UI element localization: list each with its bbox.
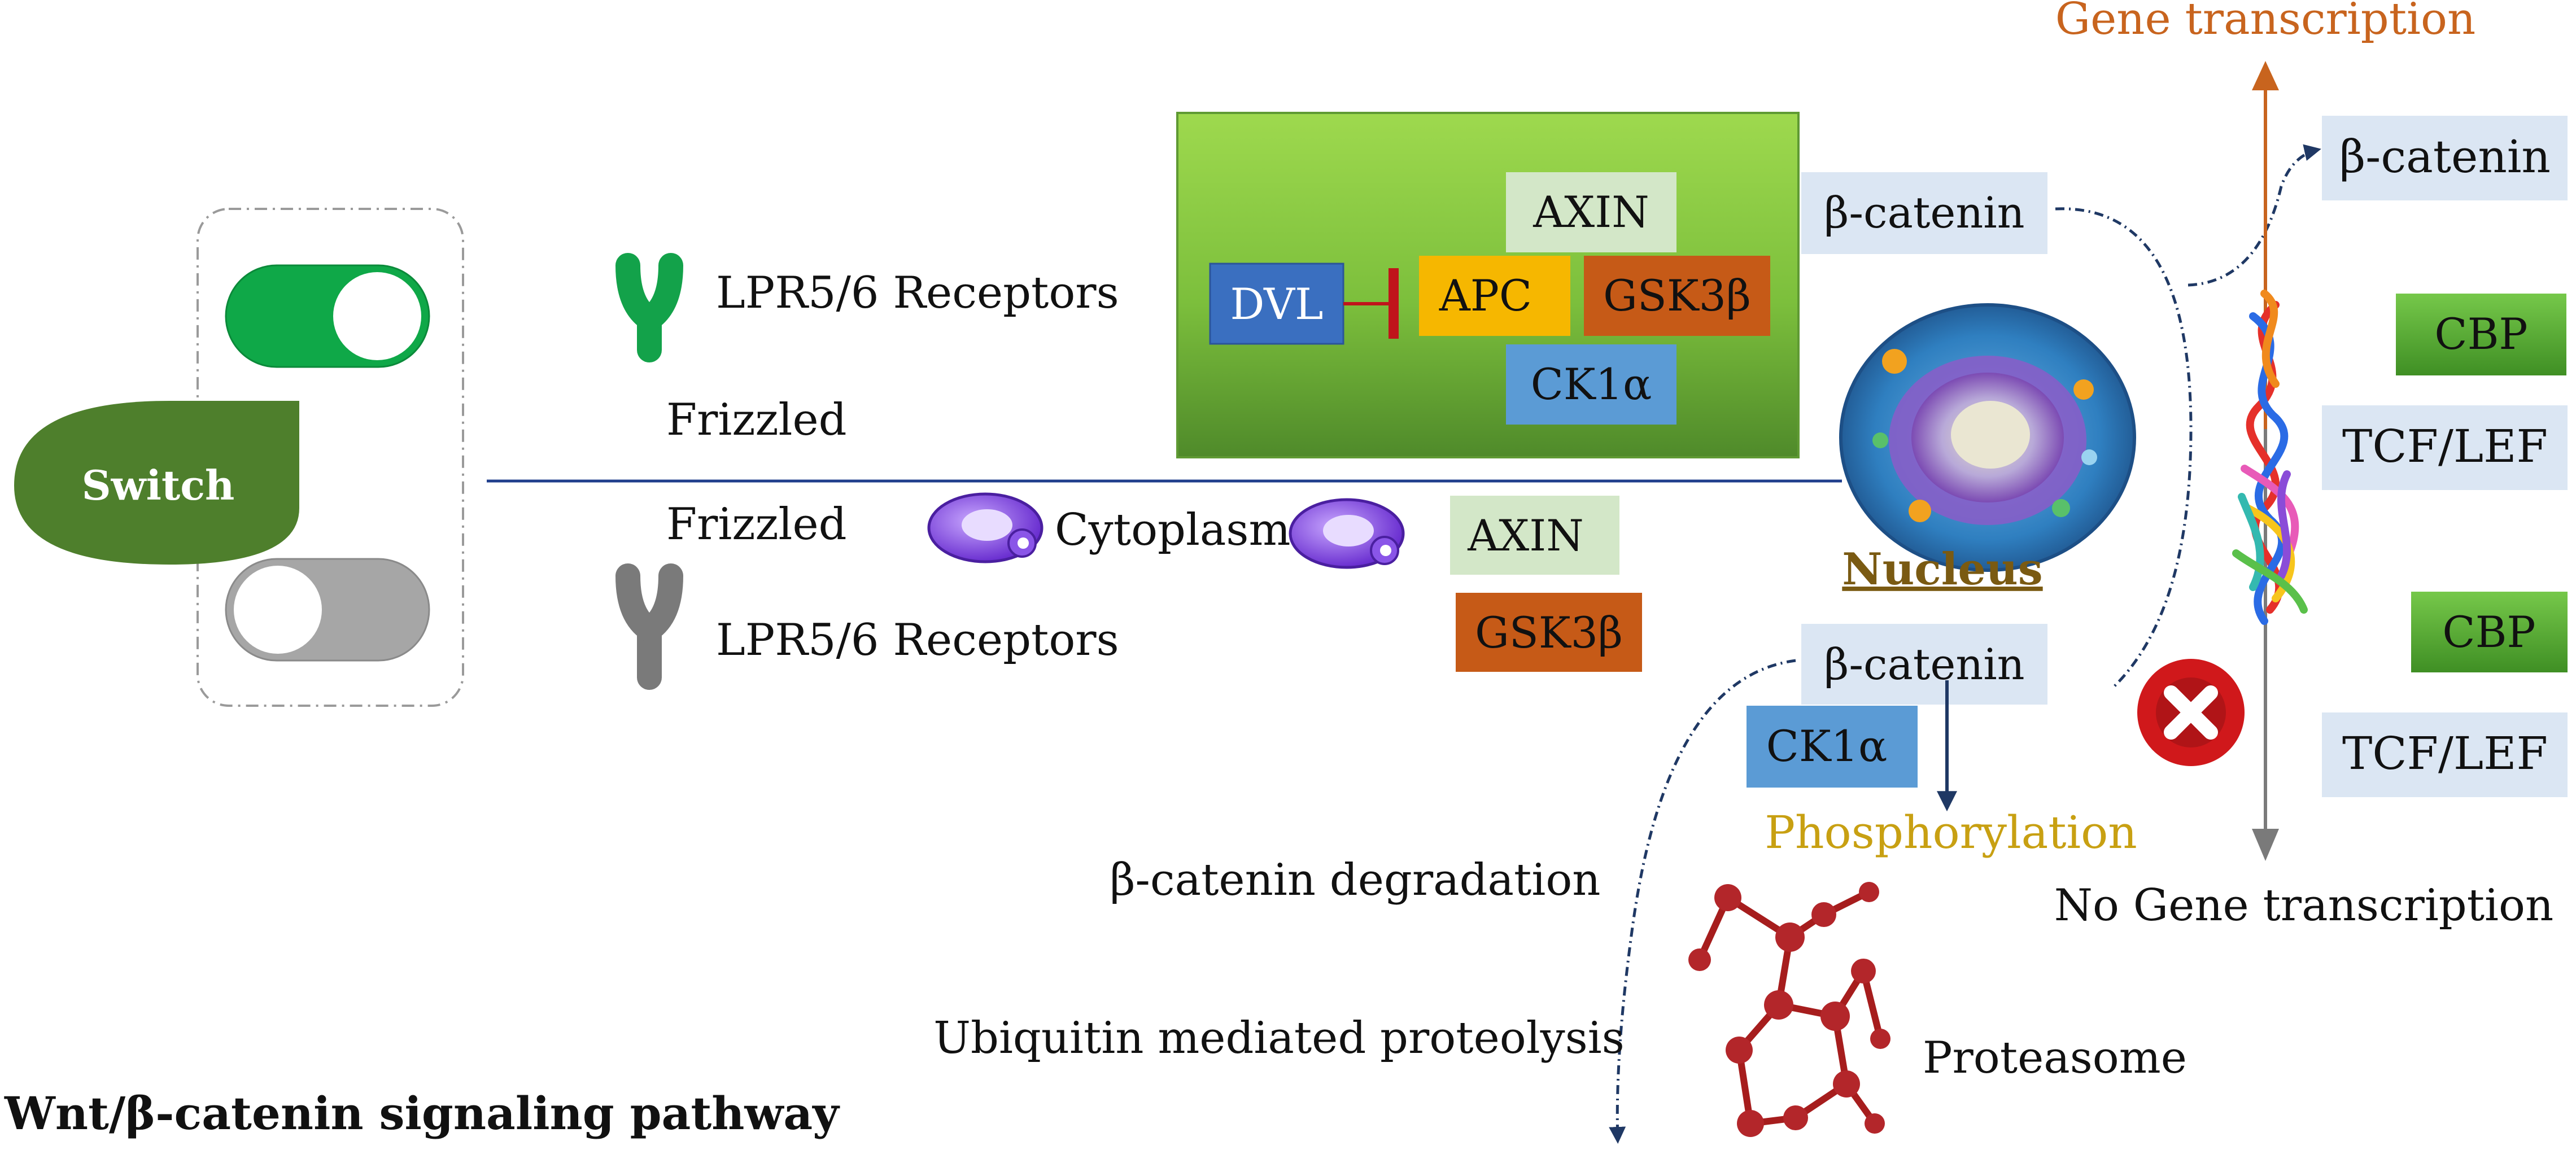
axin-box: [1506, 172, 1676, 252]
beta-catenin-nuclear-label: β-catenin: [2339, 130, 2551, 183]
no-transcription-arrowhead: [2252, 829, 2279, 861]
cytoplasm-label: Cytoplasm: [1055, 505, 1290, 556]
ck1a-lower-box: [1747, 706, 1918, 788]
receptor-inactive-label: LPR5/6 Receptors: [716, 615, 1119, 666]
switch-leaf-shape: [14, 401, 299, 565]
cytoplasm-axin-label: AXIN: [1467, 510, 1584, 561]
axin-label: AXIN: [1532, 187, 1649, 237]
proteasome-icon: [1688, 882, 1890, 1137]
vesicle-icon-left: [927, 492, 1044, 563]
switch-label: Switch: [82, 461, 235, 509]
receptor-inactive-icon: [615, 563, 683, 690]
cytoplasm-axin-box: [1450, 496, 1619, 575]
beta-catenin-upper-box: [1801, 172, 2047, 254]
receptor-active-label: LPR5/6 Receptors: [716, 268, 1119, 318]
tcf-top-box: [2322, 405, 2568, 490]
tcf-bottom-box: [2322, 712, 2568, 797]
tcf-bottom-label: TCF/LEF: [2342, 727, 2548, 780]
vesicle-icon-right: [1289, 498, 1405, 569]
toggle-off-icon[interactable]: [225, 558, 430, 662]
frizzled-active-label: Frizzled: [666, 395, 847, 445]
receptor-active-icon: [615, 253, 683, 362]
beta-catenin-nuclear-box: [2322, 116, 2568, 200]
nucleus-label: Nucleus: [1842, 544, 2042, 595]
proteolysis-label: Ubiquitin mediated proteolysis: [933, 1013, 1624, 1064]
apc-label: APC: [1439, 270, 1532, 321]
cbp-bottom-label: CBP: [2442, 607, 2535, 657]
beta-catenin-to-lower-dashed: [2055, 207, 2193, 687]
dvl-box: [1209, 263, 1344, 345]
phosphorylation-label: Phosphorylation: [1765, 806, 2137, 859]
gsk3b-box: [1584, 256, 1770, 336]
gene-transcription-arrowhead: [2252, 61, 2279, 90]
dvl-label: DVL: [1230, 279, 1324, 329]
cell-illustration: [1839, 303, 2136, 572]
dna-helix-icon: [2232, 290, 2308, 625]
frizzled-inactive-label: Frizzled: [666, 499, 847, 550]
no-gene-transcription-label: No Gene transcription: [2054, 880, 2553, 931]
ck1a-lower-label: CK1α: [1766, 721, 1888, 771]
diagram-title: Wnt/β-catenin signaling pathway: [4, 1087, 840, 1140]
beta-catenin-lower-box: [1801, 624, 2047, 705]
degradation-dashed-arrow: [1609, 659, 1796, 1144]
gene-transcription-label: Gene transcription: [2055, 0, 2475, 45]
beta-catenin-lower-label: β-catenin: [1824, 639, 2024, 689]
apc-box: [1419, 256, 1570, 336]
cytoplasm-gsk3b-label: GSK3β: [1475, 607, 1623, 658]
cbp-top-label: CBP: [2434, 309, 2527, 359]
cytoplasm-gsk3b-box: [1456, 593, 1642, 672]
beta-catenin-upper-label: β-catenin: [1824, 187, 2024, 238]
degradation-label: β-catenin degradation: [1110, 855, 1600, 906]
ck1a-box: [1506, 344, 1676, 425]
toggle-on-icon[interactable]: [225, 264, 430, 368]
cbp-bottom-box: [2411, 592, 2568, 672]
gsk3b-label: GSK3β: [1603, 270, 1751, 321]
tcf-top-label: TCF/LEF: [2342, 420, 2548, 473]
to-nucleus-dashed-arrow: [2188, 144, 2321, 287]
cbp-top-box: [2396, 294, 2566, 375]
ck1a-label: CK1α: [1531, 359, 1652, 409]
blocked-x-icon: [2137, 659, 2245, 766]
proteasome-label: Proteasome: [1923, 1033, 2187, 1083]
